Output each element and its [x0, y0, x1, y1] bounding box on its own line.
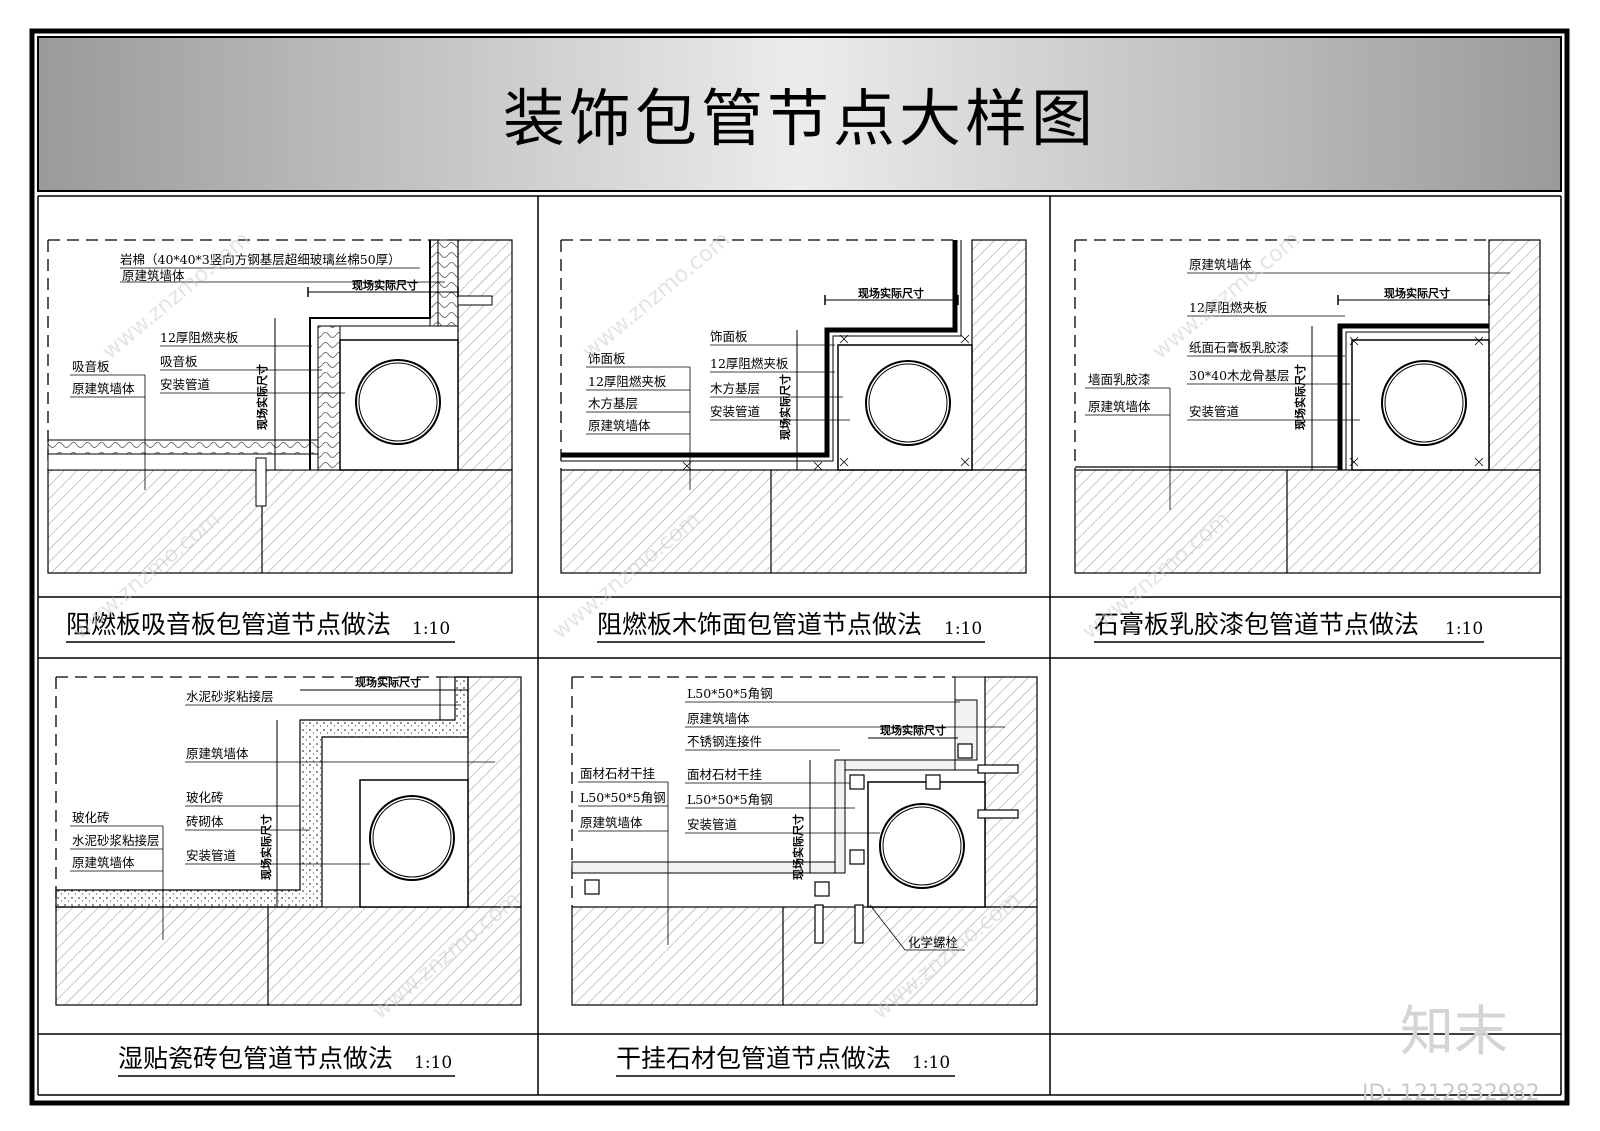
callout-label: 墙面乳胶漆: [1088, 372, 1151, 387]
callout-label: L50*50*5角钢: [580, 790, 666, 805]
callout-label: 饰面板: [710, 329, 748, 344]
callout-label: 原建筑墙体: [72, 855, 135, 870]
callout-label: 安装管道: [186, 848, 237, 863]
panel-grid: [37, 195, 1562, 1096]
scale-text: 1:10: [412, 619, 450, 639]
callout-label: 原建筑墙体: [72, 381, 135, 396]
id-watermark: ID: 1212832982: [1362, 1081, 1540, 1106]
callout-label: 水泥砂浆粘接层: [186, 689, 274, 704]
dim-label-vertical: 现场实际尺寸: [255, 364, 269, 430]
dim-label: 现场实际尺寸: [355, 675, 421, 689]
callout-label: L50*50*5角钢: [687, 686, 773, 701]
caption-text: 湿贴瓷砖包管道节点做法: [118, 1044, 393, 1073]
callout-label: 30*40木龙骨基层: [1189, 368, 1290, 383]
dim-label: 现场实际尺寸: [1384, 286, 1450, 300]
callout-label: 安装管道: [687, 817, 738, 832]
callout-label: 原建筑墙体: [687, 711, 750, 726]
dim-label-vertical: 现场实际尺寸: [259, 814, 273, 880]
callout-label: 玻化砖: [72, 810, 110, 825]
brand-watermark: 知末: [1400, 1000, 1508, 1063]
dim-label-vertical: 现场实际尺寸: [1293, 364, 1307, 430]
callout-label: 砖砌体: [186, 814, 224, 829]
callout-label: 原建筑墙体: [1189, 257, 1252, 272]
caption-2: 阻燃板木饰面包管道节点做法 1:10: [597, 610, 985, 643]
callout-label: 化学螺栓: [908, 935, 959, 950]
callout-label: 面材石材干挂: [687, 767, 762, 782]
caption-text: 石膏板乳胶漆包管道节点做法: [1094, 610, 1419, 639]
callout-label: 吸音板: [72, 359, 110, 374]
dim-label-vertical: 现场实际尺寸: [778, 374, 792, 440]
caption-text: 干挂石材包管道节点做法: [616, 1044, 891, 1073]
caption-3: 石膏板乳胶漆包管道节点做法 1:10: [1094, 610, 1484, 643]
detail-panel-2: 现场实际尺寸 现场实际尺寸 饰面板 12厚阻燃夹板 木方基层 安装管道 饰面板 …: [560, 239, 1027, 574]
callout-label: 原建筑墙体: [580, 815, 643, 830]
callout-label: 玻化砖: [186, 790, 224, 805]
callout-label: 岩棉（40*40*3竖向方钢基层超细玻璃丝棉50厚）: [120, 252, 401, 267]
outer-frame: [29, 28, 1570, 1106]
callout-label: 面材石材干挂: [580, 766, 655, 781]
detail-panel-4: 现场实际尺寸 现场实际尺寸 水泥砂浆粘接层 原建筑墙体 玻化砖 砖砌体 安装管道…: [55, 675, 522, 1006]
title-banner: [37, 36, 1562, 192]
callout-label: 原建筑墙体: [1088, 399, 1151, 414]
callout-label: 安装管道: [710, 404, 761, 419]
caption-text: 阻燃板吸音板包管道节点做法: [66, 610, 391, 639]
callout-label: 12厚阻燃夹板: [1189, 300, 1268, 315]
scale-text: 1:10: [1445, 619, 1483, 639]
callout-label: 安装管道: [160, 377, 211, 392]
callout-label: 木方基层: [588, 396, 638, 411]
callout-label: 水泥砂浆粘接层: [72, 833, 160, 848]
caption-4: 湿贴瓷砖包管道节点做法 1:10: [118, 1044, 455, 1077]
callout-label: 饰面板: [588, 351, 626, 366]
scale-text: 1:10: [944, 619, 982, 639]
scale-text: 1:10: [414, 1053, 452, 1073]
callout-label: 原建筑墙体: [122, 268, 185, 283]
callout-label: 原建筑墙体: [186, 746, 249, 761]
callout-label: 原建筑墙体: [588, 418, 651, 433]
detail-panel-1: 现场实际尺寸 现场实际尺寸 岩棉（40*40*3竖向方钢基层超细玻璃丝棉50厚）…: [47, 239, 513, 574]
callout-label: 吸音板: [160, 354, 198, 369]
detail-panel-3: 现场实际尺寸 现场实际尺寸 原建筑墙体 12厚阻燃夹板 纸面石膏板乳胶漆 30*…: [1074, 239, 1541, 574]
caption-1: 阻燃板吸音板包管道节点做法 1:10: [66, 610, 455, 643]
caption-text: 阻燃板木饰面包管道节点做法: [597, 610, 922, 639]
callout-label: 安装管道: [1189, 404, 1240, 419]
dim-label: 现场实际尺寸: [880, 723, 946, 737]
callout-label: 12厚阻燃夹板: [160, 330, 239, 345]
dim-label: 现场实际尺寸: [352, 278, 418, 292]
caption-5: 干挂石材包管道节点做法 1:10: [616, 1044, 955, 1077]
callout-label: 纸面石膏板乳胶漆: [1189, 340, 1289, 355]
scale-text: 1:10: [912, 1053, 950, 1073]
callout-label: 12厚阻燃夹板: [588, 374, 667, 389]
sheet-title: 装饰包管节点大样图: [503, 82, 1097, 155]
callout-label: 12厚阻燃夹板: [710, 356, 789, 371]
callout-label: L50*50*5角钢: [687, 792, 773, 807]
dim-label-vertical: 现场实际尺寸: [791, 814, 805, 880]
callout-label: 木方基层: [710, 381, 760, 396]
dim-label: 现场实际尺寸: [858, 286, 924, 300]
detail-panel-5: 现场实际尺寸 现场实际尺寸 L50*50*5角钢 原建筑墙体 不锈钢连接件 面材…: [571, 676, 1038, 1006]
callout-label: 不锈钢连接件: [687, 734, 762, 749]
